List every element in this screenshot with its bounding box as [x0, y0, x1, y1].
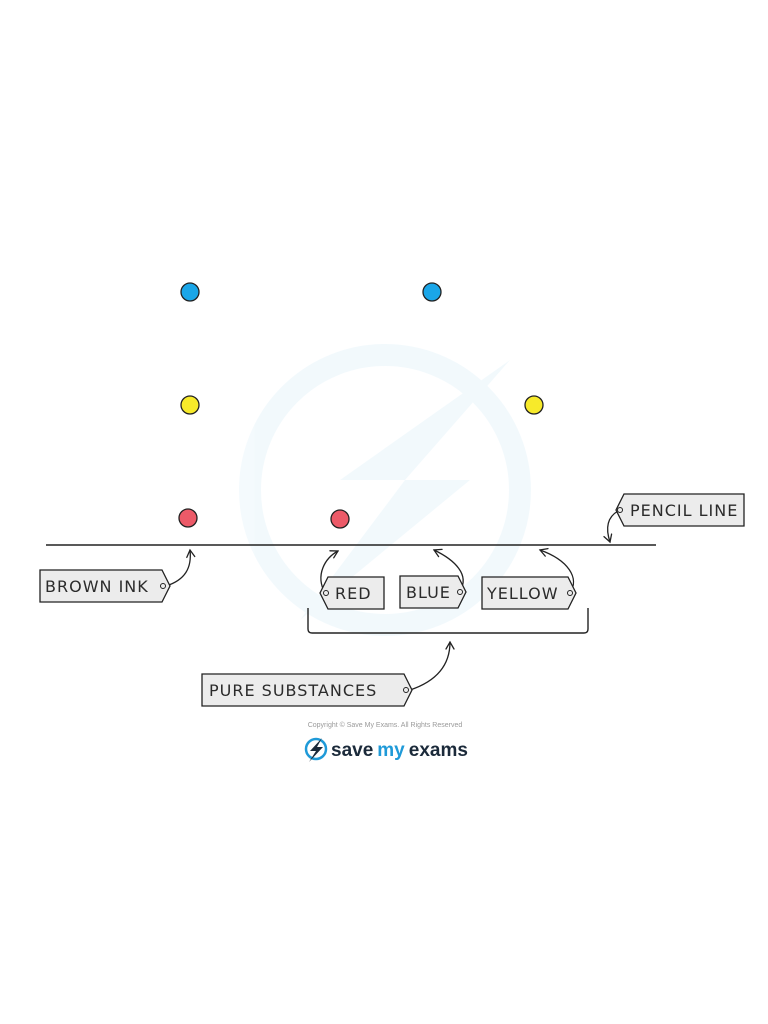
pencil-line-arrow — [603, 510, 619, 544]
yellow-reference-spot — [524, 395, 544, 415]
blue-label: BLUE — [406, 583, 451, 602]
yellow-tag: YELLOW — [481, 576, 577, 610]
red-reference-spot — [330, 509, 350, 529]
pure-substances-tag: PURE SUBSTANCES — [201, 673, 413, 707]
yellow-label: YELLOW — [486, 584, 559, 603]
blue-tag: BLUE — [399, 575, 467, 609]
blue-reference-spot — [422, 282, 442, 302]
watermark-logo — [239, 344, 531, 636]
brown-ink-tag: BROWN INK — [39, 569, 171, 603]
brand-my: my — [377, 740, 405, 761]
pure-substances-arrow — [409, 640, 455, 691]
brown-ink-red-spot — [178, 508, 198, 528]
red-tag: RED — [319, 576, 385, 610]
brown-ink-label: BROWN INK — [45, 577, 149, 596]
pure-substances-bracket — [307, 608, 589, 634]
pencil-line-label: PENCIL LINE — [630, 501, 738, 520]
copyright-notice: Copyright © Save My Exams. All Rights Re… — [308, 721, 463, 729]
pure-substances-label: PURE SUBSTANCES — [209, 681, 377, 700]
pencil-line-tag: PENCIL LINE — [615, 493, 745, 527]
chromatogram-spots — [178, 282, 544, 529]
brown-ink-arrow — [165, 548, 196, 587]
brand-save: save — [331, 740, 373, 761]
brown-ink-blue-spot — [180, 282, 200, 302]
lightning-bolt-icon — [304, 737, 328, 762]
brown-ink-yellow-spot — [180, 395, 200, 415]
brand-exams: exams — [409, 740, 468, 761]
red-label: RED — [335, 584, 372, 603]
